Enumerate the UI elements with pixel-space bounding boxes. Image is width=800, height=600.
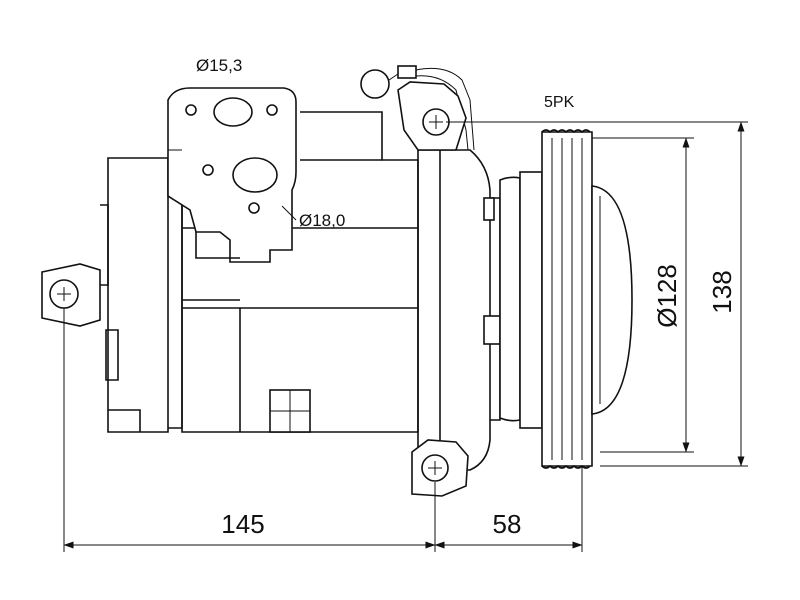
dim-overall-height: 138 (707, 270, 737, 313)
label-belt-profile: 5PK (544, 94, 575, 111)
dim-body-length: 145 (221, 509, 264, 539)
label-port-suction-diameter: Ø15,3 (196, 56, 242, 75)
dimension-lines (63, 121, 748, 552)
compressor-body (181, 111, 419, 433)
clutch-connector (360, 65, 475, 151)
pulley (499, 129, 633, 469)
front-housing (417, 149, 501, 471)
left-mount-ear (41, 263, 101, 327)
top-mount-ear (397, 81, 467, 151)
rear-cover (100, 157, 183, 433)
dim-pulley-offset: 58 (493, 509, 522, 539)
dim-pulley-diameter: Ø128 (652, 264, 682, 328)
label-port-discharge-diameter: Ø18,0 (299, 211, 345, 230)
port-flange (167, 87, 297, 263)
bottom-mount-ear (411, 439, 469, 497)
